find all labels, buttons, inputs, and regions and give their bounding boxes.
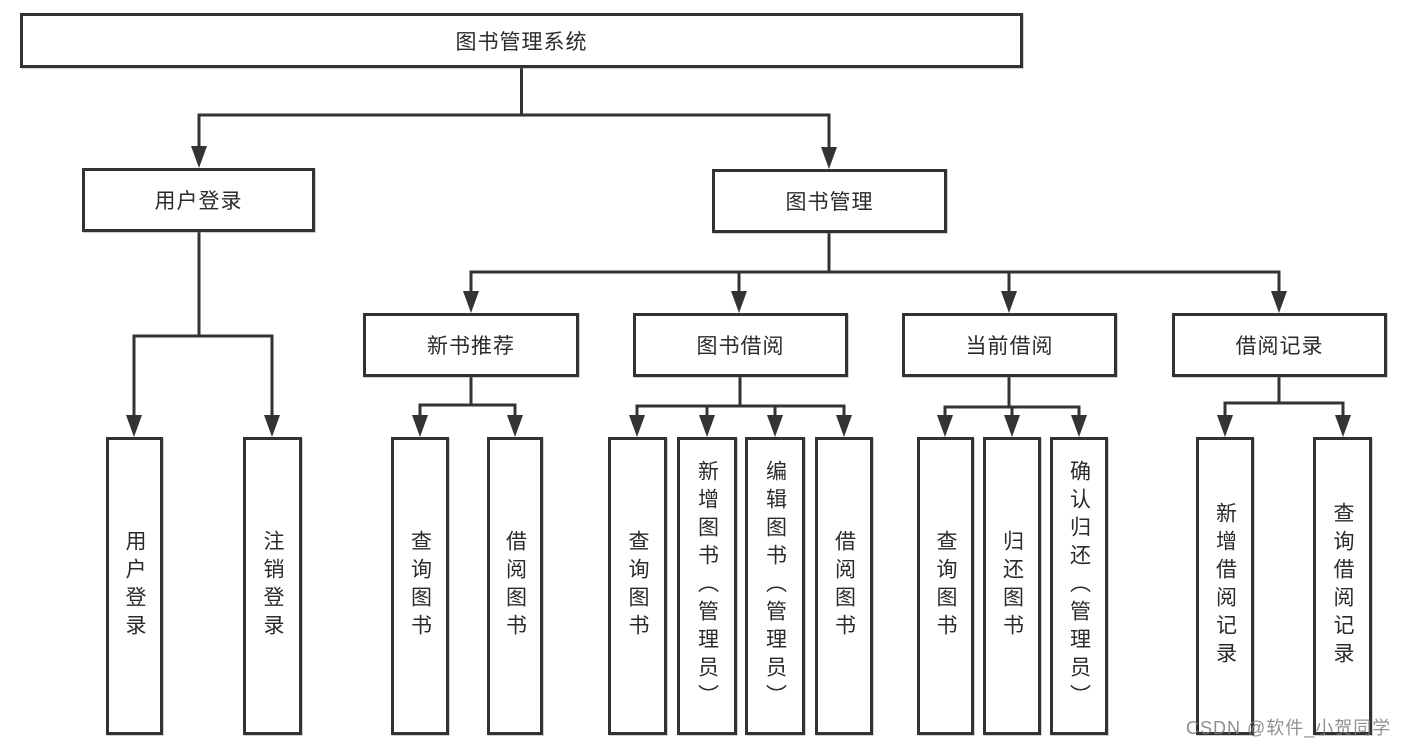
leaf-borrow-books: 借阅图书 bbox=[815, 437, 873, 735]
csdn-watermark: CSDN @软件_小贺同学 bbox=[1186, 718, 1392, 738]
leaf-borrow-books-recommend-label: 借阅图书 bbox=[503, 530, 527, 642]
leaf-query-books-borrow-label: 查询图书 bbox=[626, 530, 649, 642]
node-book-management: 图书管理 bbox=[712, 169, 947, 233]
arrowheads bbox=[126, 146, 1351, 437]
node-book-borrow: 图书借阅 bbox=[633, 313, 848, 377]
node-user-login-label: 用户登录 bbox=[154, 190, 243, 213]
connector-user-login bbox=[132, 230, 274, 421]
connector-borrow-records bbox=[1223, 375, 1345, 421]
leaf-edit-books-admin: 编辑图书（管理员） bbox=[745, 437, 805, 735]
node-new-book-recommend: 新书推荐 bbox=[363, 313, 579, 377]
node-current-borrow-label: 当前借阅 bbox=[965, 335, 1054, 358]
leaf-query-books-recommend-label: 查询图书 bbox=[408, 530, 432, 642]
node-user-login: 用户登录 bbox=[82, 168, 315, 232]
leaf-query-books-borrow: 查询图书 bbox=[608, 437, 667, 735]
node-current-borrow: 当前借阅 bbox=[902, 313, 1117, 377]
connector-book-management bbox=[469, 231, 1281, 297]
leaf-edit-books-admin-label: 编辑图书（管理员） bbox=[763, 460, 787, 712]
connector-book-borrow bbox=[635, 375, 846, 421]
leaf-user-login-label: 用户登录 bbox=[123, 530, 146, 642]
connector-root bbox=[197, 66, 831, 153]
leaf-add-borrow-record: 新增借阅记录 bbox=[1196, 437, 1254, 735]
node-book-management-label: 图书管理 bbox=[785, 191, 874, 214]
leaf-confirm-return-admin: 确认归还（管理员） bbox=[1050, 437, 1108, 735]
leaf-borrow-books-recommend: 借阅图书 bbox=[487, 437, 543, 735]
connector-current-borrow bbox=[943, 375, 1081, 421]
leaf-add-borrow-record-label: 新增借阅记录 bbox=[1213, 502, 1237, 670]
leaf-query-borrow-record: 查询借阅记录 bbox=[1313, 437, 1372, 735]
node-new-book-recommend-label: 新书推荐 bbox=[427, 335, 515, 358]
leaf-add-books-admin-label: 新增图书（管理员） bbox=[695, 460, 719, 712]
node-book-borrow-label: 图书借阅 bbox=[696, 335, 785, 358]
leaf-borrow-books-label: 借阅图书 bbox=[832, 530, 856, 642]
leaf-query-books-recommend: 查询图书 bbox=[391, 437, 449, 735]
connector-new-book-recommend bbox=[418, 375, 517, 421]
leaf-query-borrow-record-label: 查询借阅记录 bbox=[1331, 502, 1354, 670]
leaf-logout-label: 注销登录 bbox=[261, 530, 284, 642]
node-root-label: 图书管理系统 bbox=[455, 30, 588, 54]
node-borrow-records-label: 借阅记录 bbox=[1235, 335, 1324, 358]
node-root: 图书管理系统 bbox=[20, 13, 1023, 68]
leaf-return-books: 归还图书 bbox=[983, 437, 1041, 735]
leaf-confirm-return-admin-label: 确认归还（管理员） bbox=[1067, 460, 1091, 712]
leaf-query-books-current: 查询图书 bbox=[917, 437, 974, 735]
leaf-add-books-admin: 新增图书（管理员） bbox=[677, 437, 737, 735]
leaf-return-books-label: 归还图书 bbox=[1000, 530, 1024, 642]
leaf-query-books-current-label: 查询图书 bbox=[934, 530, 957, 642]
node-borrow-records: 借阅记录 bbox=[1172, 313, 1387, 377]
leaf-logout: 注销登录 bbox=[243, 437, 302, 735]
leaf-user-login: 用户登录 bbox=[106, 437, 163, 735]
